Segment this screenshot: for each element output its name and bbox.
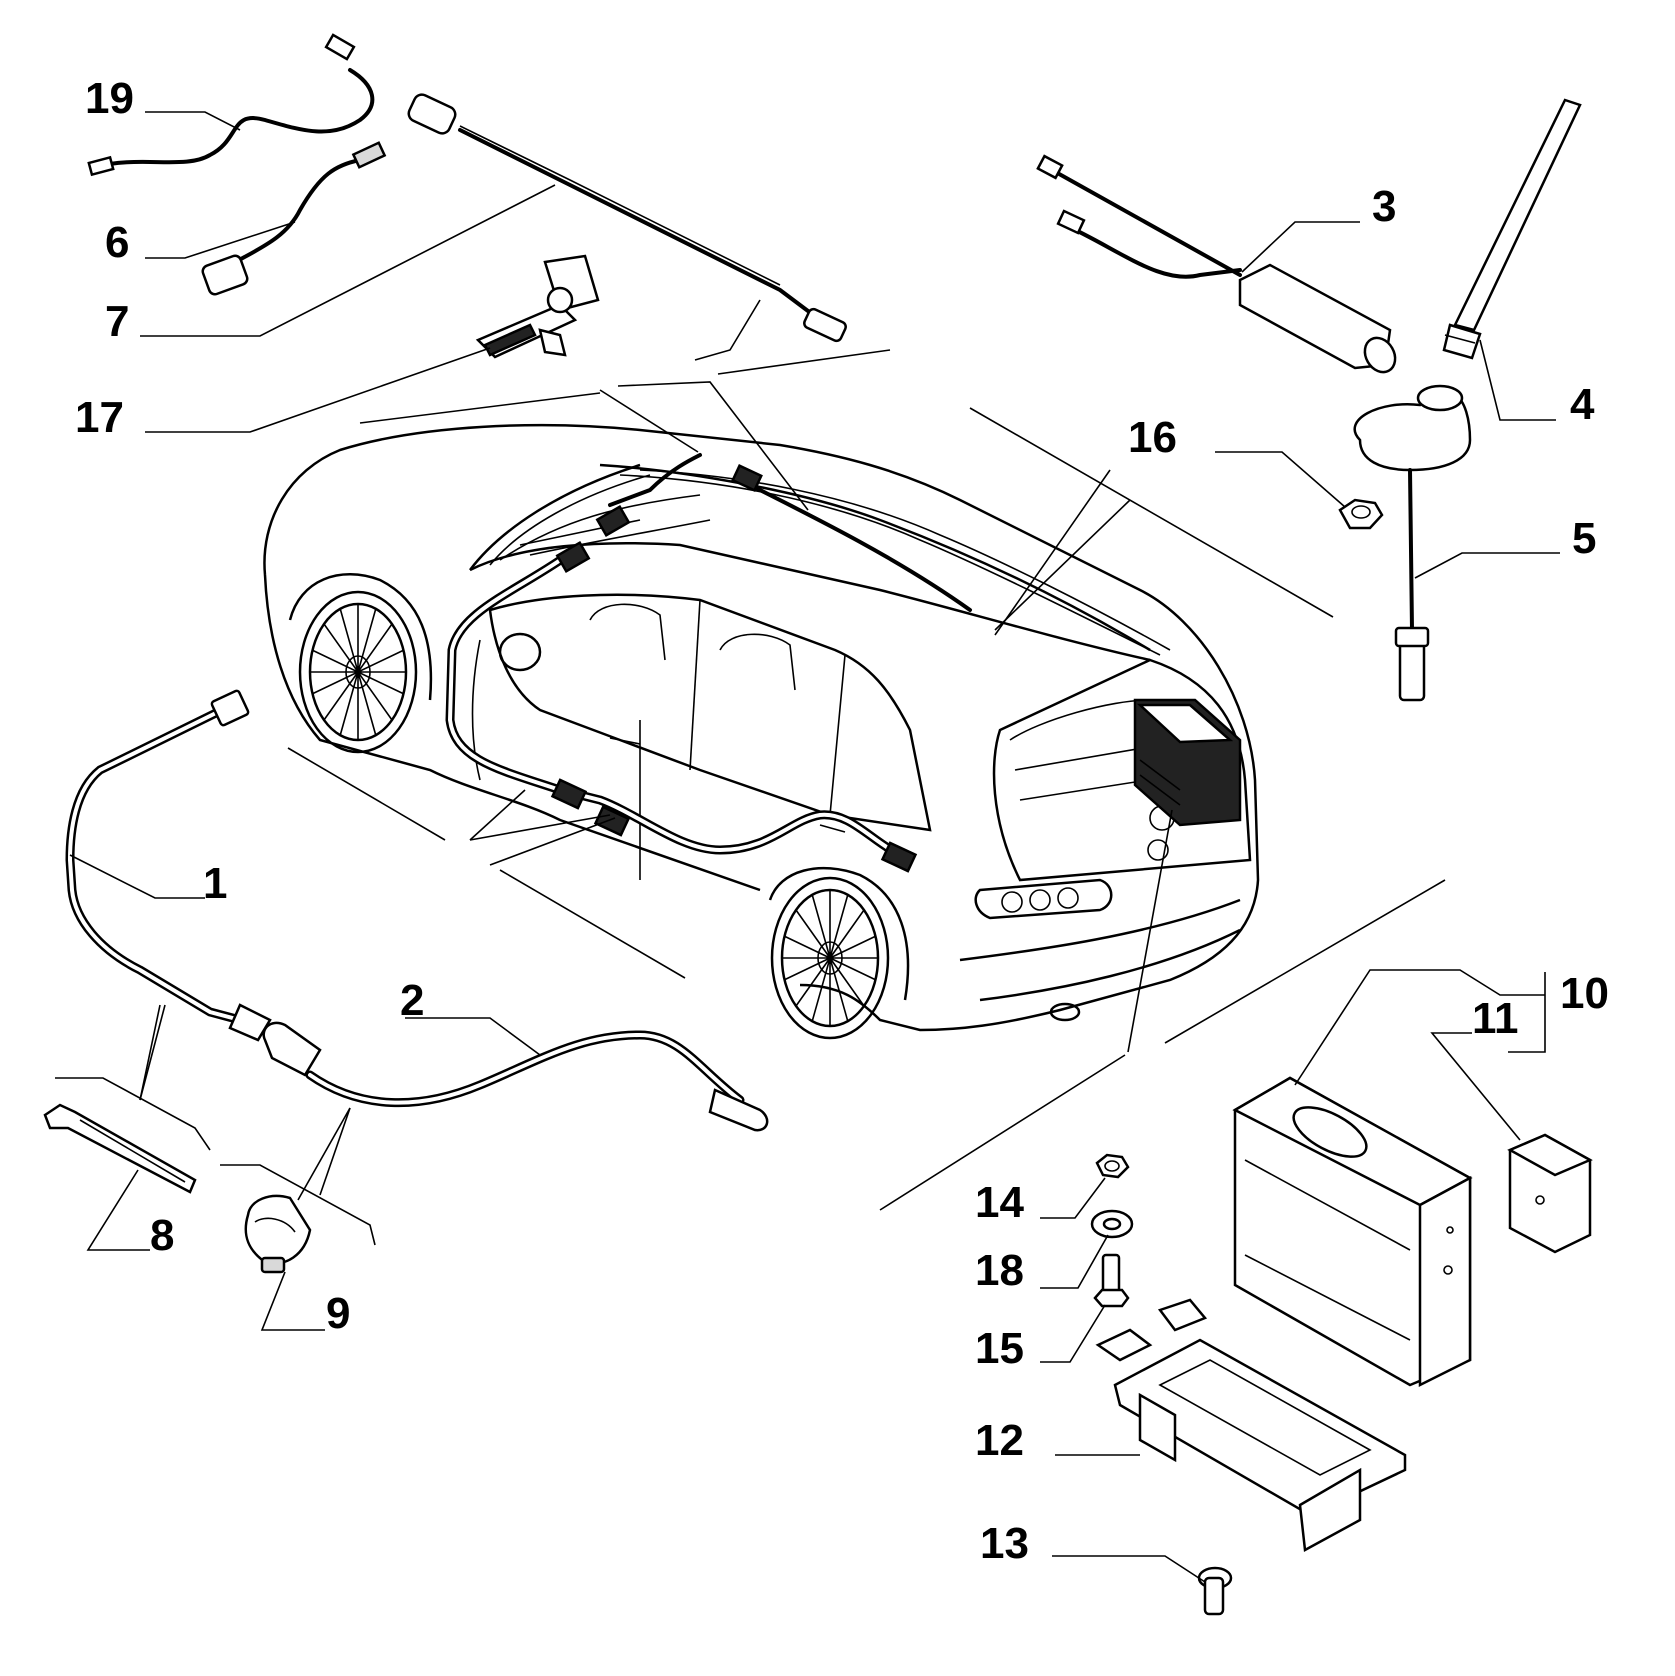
part-5-antenna-base — [1353, 384, 1472, 702]
part-17-bracket — [475, 254, 600, 359]
part-8-cable-tie — [43, 1103, 197, 1194]
callout-5: 5 — [1572, 514, 1596, 563]
callout-2: 2 — [400, 976, 424, 1025]
module-in-car — [1133, 698, 1242, 827]
callout-18: 18 — [975, 1246, 1024, 1295]
part-7-cable — [407, 93, 847, 343]
part-16-nut — [1338, 498, 1384, 530]
car-cable-harness — [445, 453, 1242, 873]
callout-7: 7 — [105, 297, 129, 346]
callout-9: 9 — [326, 1289, 350, 1338]
part-11-pad — [1507, 1133, 1593, 1254]
callout-16: 16 — [1128, 413, 1177, 462]
part-18-washer — [1090, 1209, 1134, 1239]
callout-labels: 19 6 7 17 3 4 16 5 1 2 8 9 10 11 14 18 1… — [75, 74, 1609, 1568]
callout-15: 15 — [975, 1324, 1024, 1373]
callout-1: 1 — [203, 859, 227, 908]
callout-10: 10 — [1560, 969, 1609, 1018]
callout-19: 19 — [85, 74, 134, 123]
callout-12: 12 — [975, 1416, 1024, 1465]
part-9-grommet — [244, 1194, 312, 1274]
front-wheel — [298, 590, 418, 754]
rear-wheel — [770, 876, 890, 1040]
part-6-cable — [201, 141, 387, 296]
callout-14: 14 — [975, 1178, 1024, 1227]
part-14-nut — [1095, 1153, 1130, 1179]
car-illustration — [263, 392, 1334, 1040]
callout-11: 11 — [1472, 994, 1519, 1043]
callout-6: 6 — [105, 218, 129, 267]
part-4-antenna-rod — [1442, 98, 1582, 360]
callout-3: 3 — [1372, 182, 1396, 231]
part-3-amplifier — [1036, 154, 1397, 374]
part-13-pin — [1197, 1566, 1233, 1616]
part-19-wire — [87, 33, 375, 177]
callout-13: 13 — [980, 1519, 1029, 1568]
callout-8: 8 — [150, 1211, 174, 1260]
part-15-bolt — [1093, 1253, 1130, 1308]
leader-lines — [55, 111, 1560, 1583]
callout-17: 17 — [75, 393, 124, 442]
callout-4: 4 — [1570, 380, 1595, 429]
part-2-cable — [262, 1021, 769, 1132]
part-1-cable — [65, 689, 272, 1042]
part-10-module — [1232, 1076, 1473, 1388]
part-12-bracket — [1095, 1298, 1407, 1552]
